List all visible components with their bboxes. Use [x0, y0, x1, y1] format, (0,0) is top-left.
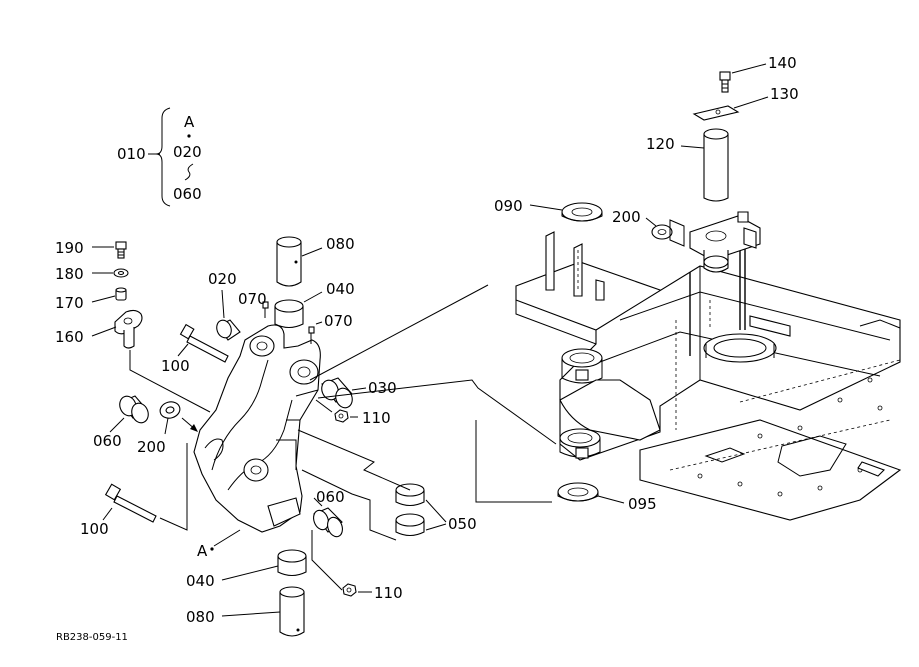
label-080-upper: 080 [326, 235, 355, 253]
bushing-060-right [313, 507, 343, 538]
pin-120 [689, 128, 761, 273]
plate-160 [114, 309, 143, 349]
marker-a: A [197, 542, 208, 560]
label-070-left: 070 [238, 290, 267, 308]
group-item-060: 060 [173, 185, 202, 203]
label-190: 190 [55, 239, 84, 257]
nut-110-lower [342, 583, 357, 597]
washer-095 [557, 482, 599, 502]
label-030: 030 [368, 379, 397, 397]
label-070-right: 070 [324, 312, 353, 330]
drawing-code: RB238-059-11 [56, 632, 128, 643]
label-080-lower: 080 [186, 608, 215, 626]
plate-130 [692, 105, 740, 121]
label-020: 020 [208, 270, 237, 288]
label-110-upper: 110 [362, 409, 391, 427]
group-item-a: A [184, 113, 195, 131]
label-130: 130 [770, 85, 799, 103]
washer-090 [561, 202, 603, 222]
sleeve-050-bottom [395, 513, 425, 537]
assembly-group-bracket: 010 A 020 060 [117, 107, 202, 207]
nut-110-upper [334, 409, 349, 423]
bushing-060-left [119, 395, 149, 424]
label-060-right: 060 [316, 488, 345, 506]
collar-170 [115, 287, 127, 301]
label-200-right: 200 [612, 208, 641, 226]
bolt-140 [719, 71, 731, 93]
label-050: 050 [448, 515, 477, 533]
pin-080-upper [276, 236, 302, 287]
label-180: 180 [55, 265, 84, 283]
label-040-lower: 040 [186, 572, 215, 590]
washer-200-left [159, 401, 181, 419]
group-item-020: 020 [173, 143, 202, 161]
knuckle-bracket [193, 324, 321, 533]
label-100-lower: 100 [80, 520, 109, 538]
bushing-020 [216, 319, 241, 341]
grease-nipple-070-left [262, 301, 269, 318]
label-140: 140 [768, 54, 797, 72]
label-040-upper: 040 [326, 280, 355, 298]
vehicle-frame [515, 231, 902, 521]
bolt-100-upper [179, 323, 229, 363]
pin-080-lower [279, 586, 305, 637]
label-170: 170 [55, 294, 84, 312]
group-main-label: 010 [117, 145, 146, 163]
washer-180 [113, 268, 129, 278]
label-110-lower: 110 [374, 584, 403, 602]
label-060-left: 060 [93, 432, 122, 450]
label-100-upper: 100 [161, 357, 190, 375]
label-090: 090 [494, 197, 523, 215]
grease-nipple-070-right [308, 326, 315, 344]
label-120: 120 [646, 135, 675, 153]
bolt-190 [115, 241, 127, 259]
sleeve-050-top [395, 483, 425, 507]
label-160: 160 [55, 328, 84, 346]
sleeve-040-upper [274, 299, 304, 329]
bolt-100-lower [104, 483, 157, 523]
sleeve-040-lower [277, 549, 307, 577]
washer-200-right [651, 219, 685, 247]
label-200-left: 200 [137, 438, 166, 456]
label-095: 095 [628, 495, 657, 513]
